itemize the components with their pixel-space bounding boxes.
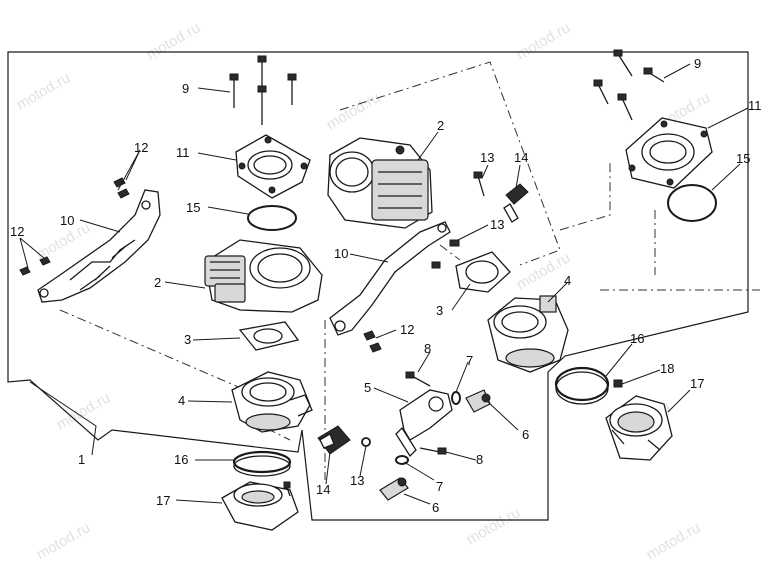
gasket-left: [238, 321, 300, 351]
callout-14-bottom: 14: [316, 482, 330, 497]
callout-15-right: 15: [736, 151, 750, 166]
callout-6-right: 6: [522, 427, 529, 442]
callout-11-right: 11: [748, 98, 762, 113]
intake-boot-left: [221, 481, 299, 531]
o-ring-7-top: [451, 391, 461, 405]
bolt-12-group-center: [363, 330, 382, 353]
callout-17-right: 17: [690, 376, 704, 391]
callout-1: 1: [78, 452, 85, 467]
watermark: motod.ru: [464, 504, 524, 548]
callout-3-center: 3: [436, 303, 443, 318]
leader-lines: [19, 63, 749, 505]
throttle-body-left: [204, 239, 323, 313]
o-ring-right: [667, 184, 717, 222]
watermark: motod.ru: [324, 89, 384, 133]
throttle-body-center: [327, 137, 433, 229]
long-bolts-9-left: [229, 55, 297, 125]
mounting-bracket-left: [37, 189, 161, 303]
watermark: motod.ru: [514, 19, 574, 63]
alignment-lines: [59, 61, 760, 480]
callout-14-top: 14: [514, 150, 528, 165]
assembly-outline: [7, 51, 749, 521]
fuel-injector-right: [465, 389, 491, 413]
callout-12-center: 12: [400, 322, 414, 337]
callout-7-top: 7: [466, 353, 473, 368]
watermark: motod.ru: [644, 519, 704, 563]
bolt-8-bottom: [419, 447, 447, 455]
callout-12-left-top: 12: [134, 140, 148, 155]
mounting-bracket-center: [329, 221, 451, 336]
callout-2-left: 2: [154, 275, 161, 290]
screw-18: [613, 379, 623, 388]
hose-clamp-left: [232, 450, 292, 477]
callout-3-left: 3: [184, 332, 191, 347]
bolt-12-group-left: [19, 177, 130, 276]
callout-9-left: 9: [182, 81, 189, 96]
watermark: motod.ru: [144, 19, 204, 63]
o-ring-left: [247, 205, 297, 231]
flange-adapter-right: [625, 117, 713, 189]
sensor-14-bottom: [317, 425, 351, 455]
throttle-housing-right: [487, 295, 569, 373]
o-ring-7-bottom: [395, 455, 409, 465]
callout-15-left: 15: [186, 200, 200, 215]
callout-18: 18: [660, 361, 674, 376]
callout-13-top: 13: [480, 150, 494, 165]
bolt-13-mid: [431, 239, 460, 269]
callout-4-left: 4: [178, 393, 185, 408]
callout-10-center: 10: [334, 246, 348, 261]
throttle-housing-left: [231, 371, 313, 433]
callout-11-left: 11: [176, 145, 190, 160]
callout-16-left: 16: [174, 452, 188, 467]
bolt-8-top: [405, 371, 431, 387]
callout-labels: 1 9 11 15 12 10 12 2 3 4 16 17 2 13 14 1…: [10, 56, 762, 515]
callout-13-mid: 13: [490, 217, 504, 232]
callout-12-left-bottom: 12: [10, 224, 24, 239]
callout-6-bottom: 6: [432, 500, 439, 515]
callout-5: 5: [364, 380, 371, 395]
callout-2-center: 2: [437, 118, 444, 133]
intake-boot-right: [605, 395, 673, 461]
callout-4-right: 4: [564, 273, 571, 288]
fuel-injector-bottom: [379, 477, 409, 501]
sensor-14-top: [503, 183, 529, 223]
bolt-13-top: [473, 171, 485, 197]
hose-clamp-right: [554, 366, 610, 405]
callout-16-right: 16: [630, 331, 644, 346]
callout-13-bottom: 13: [350, 473, 364, 488]
callout-8-bottom: 8: [476, 452, 483, 467]
o-ring-13-bottom: [361, 437, 371, 447]
callout-10-left: 10: [60, 213, 74, 228]
watermark: motod.ru: [14, 69, 74, 113]
gasket-center: [455, 251, 511, 293]
callout-8-top: 8: [424, 341, 431, 356]
callout-17-left: 17: [156, 493, 170, 508]
watermark: motod.ru: [34, 519, 94, 563]
callout-9-right: 9: [694, 56, 701, 71]
long-bolts-9-right: [593, 49, 665, 121]
flange-adapter-left: [235, 134, 311, 199]
callout-7-bottom: 7: [436, 479, 443, 494]
fuel-rail: [395, 389, 453, 458]
